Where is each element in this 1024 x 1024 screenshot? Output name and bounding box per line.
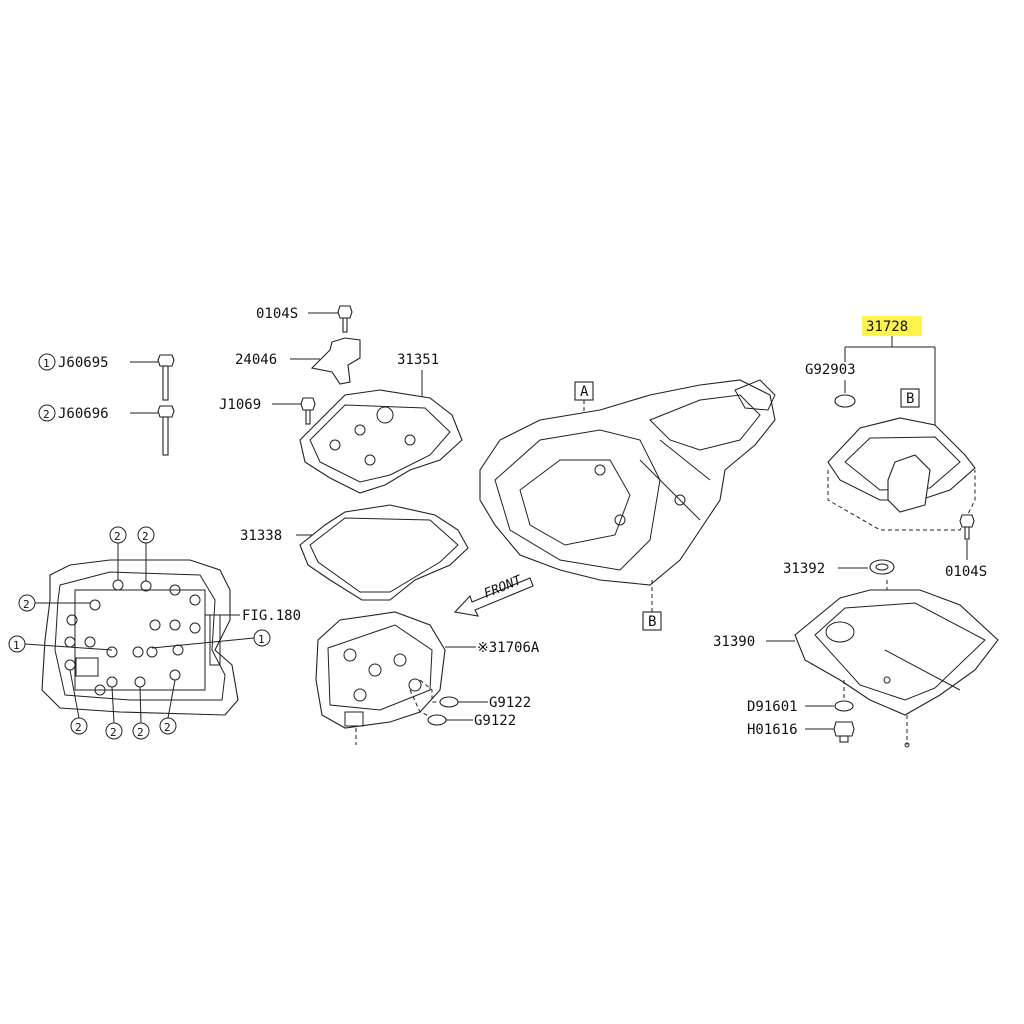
part-label-31392: 31392 bbox=[783, 561, 825, 577]
control-valve-detail bbox=[327, 624, 433, 711]
front-arrow-icon bbox=[453, 577, 534, 617]
part-label-j1069: J1069 bbox=[219, 397, 261, 413]
oil-strainer[interactable]: B bbox=[827, 388, 976, 531]
bolt-head bbox=[337, 305, 353, 319]
svg-text:1: 1 bbox=[258, 633, 265, 646]
bolt-shank bbox=[305, 409, 311, 425]
strainer-body bbox=[827, 417, 976, 501]
strainer-inner bbox=[844, 436, 961, 491]
strainer-phantom bbox=[827, 470, 976, 531]
extension-housing bbox=[649, 394, 761, 451]
seal-shape bbox=[869, 559, 895, 575]
part-label-j60696: J60696 bbox=[58, 406, 109, 422]
bolt-head bbox=[157, 405, 175, 418]
part-label-24046: 24046 bbox=[235, 352, 277, 368]
gasket-31338-group[interactable]: 31338 bbox=[240, 504, 469, 601]
drain-plug-shape bbox=[833, 721, 855, 737]
bolt-head bbox=[300, 397, 316, 411]
case-inner bbox=[54, 571, 226, 701]
drain-plug-h01616-group[interactable]: H01616 bbox=[747, 721, 855, 743]
oring-g92903-group[interactable]: G92903 bbox=[805, 362, 856, 408]
bolt-j1069-group[interactable]: J1069 bbox=[219, 397, 316, 425]
ref-box-b bbox=[642, 611, 662, 631]
svg-text:1: 1 bbox=[13, 639, 20, 652]
ref-label-b: B bbox=[906, 391, 914, 407]
gasket-inner bbox=[309, 517, 459, 593]
part-label-g9122-b: G9122 bbox=[474, 713, 516, 729]
callout-circle-1 bbox=[38, 353, 56, 371]
callouts-2-bottom: 2 2 2 2 bbox=[69, 669, 177, 740]
part-label-j60695: J60695 bbox=[58, 355, 109, 371]
strainer-pickup bbox=[887, 454, 931, 513]
svg-text:2: 2 bbox=[137, 726, 144, 739]
callout-circle-2 bbox=[38, 404, 56, 422]
oil-pan-inner bbox=[814, 602, 986, 701]
oil-pan-31390-group[interactable]: 31390 bbox=[713, 589, 999, 748]
part-label-31338: 31338 bbox=[240, 528, 282, 544]
ref-label-a: A bbox=[580, 384, 589, 400]
filter-assembly-31728-group[interactable]: 31728 bbox=[844, 316, 936, 425]
callout-number: 2 bbox=[43, 408, 50, 421]
part-label-0104s: 0104S bbox=[945, 564, 987, 580]
svg-text:2: 2 bbox=[23, 598, 30, 611]
part-label-31728: 31728 bbox=[866, 319, 908, 335]
bolt-j60696-group[interactable]: 2 J60696 bbox=[38, 404, 175, 456]
upper-body-31351-group[interactable]: 31351 bbox=[299, 352, 463, 494]
bracket-24046-group[interactable]: 24046 bbox=[235, 337, 361, 385]
fig-reference-label[interactable]: FIG.180 bbox=[242, 608, 301, 624]
bolt-shank bbox=[162, 416, 169, 456]
oring-shape bbox=[834, 394, 856, 408]
svg-text:2: 2 bbox=[142, 530, 149, 543]
part-label-31706a: ※31706A bbox=[477, 640, 540, 656]
bolt-pattern-view[interactable]: 2 2 2 1 1 2 2 2 2 FIG.180 bbox=[8, 526, 301, 740]
bolt-head bbox=[157, 354, 175, 367]
svg-text:2: 2 bbox=[75, 721, 82, 734]
upper-body-shape bbox=[299, 389, 463, 494]
part-label-0104s: 0104S bbox=[256, 306, 298, 322]
bolt-head bbox=[959, 514, 975, 528]
callouts-2-top: 2 2 2 bbox=[18, 526, 155, 612]
oil-pan-outer bbox=[794, 589, 999, 716]
oring-g9122-a bbox=[439, 696, 459, 708]
svg-text:2: 2 bbox=[164, 721, 171, 734]
bracket-shape bbox=[310, 337, 361, 385]
gasket-outer bbox=[299, 504, 469, 601]
oring-g9122-group[interactable]: G9122 G9122 bbox=[409, 679, 531, 729]
transmission-assembly[interactable]: A B bbox=[479, 379, 776, 631]
bolt-shank bbox=[964, 526, 970, 540]
part-label-31390: 31390 bbox=[713, 634, 755, 650]
part-label-g92903: G92903 bbox=[805, 362, 856, 378]
bolt-0104s-right-group[interactable]: 0104S bbox=[945, 514, 987, 580]
highlight-marker bbox=[862, 316, 922, 336]
bolt-shank bbox=[162, 365, 169, 401]
part-label-g9122-a: G9122 bbox=[489, 695, 531, 711]
part-label-31351: 31351 bbox=[397, 352, 439, 368]
oring-g9122-b bbox=[427, 714, 447, 726]
washer-d91601-group[interactable]: D91601 bbox=[747, 680, 854, 715]
part-label-d91601: D91601 bbox=[747, 699, 798, 715]
washer-shape bbox=[834, 700, 854, 712]
callout-number: 1 bbox=[43, 357, 50, 370]
ref-box-b bbox=[900, 388, 920, 408]
svg-text:2: 2 bbox=[110, 726, 117, 739]
bolt-j60695-group[interactable]: 1 J60695 bbox=[38, 353, 175, 401]
solenoid-block bbox=[75, 657, 99, 677]
bolt-shank bbox=[342, 317, 348, 333]
part-label-h01616: H01616 bbox=[747, 722, 798, 738]
bolt-0104s-top-group[interactable]: 0104S bbox=[256, 305, 353, 333]
upper-body-inner bbox=[309, 404, 451, 483]
bell-housing bbox=[494, 429, 661, 571]
output-flange bbox=[734, 379, 776, 411]
front-direction-arrow: FRONT bbox=[453, 573, 534, 617]
ref-label-b: B bbox=[648, 614, 656, 630]
transmission-case bbox=[479, 379, 776, 586]
svg-text:2: 2 bbox=[114, 530, 121, 543]
magnet-pad bbox=[825, 621, 855, 643]
callouts-1-side: 1 1 bbox=[8, 629, 271, 653]
bell-opening bbox=[519, 459, 631, 546]
control-valve-31706a-group[interactable]: ※31706A bbox=[315, 611, 540, 745]
